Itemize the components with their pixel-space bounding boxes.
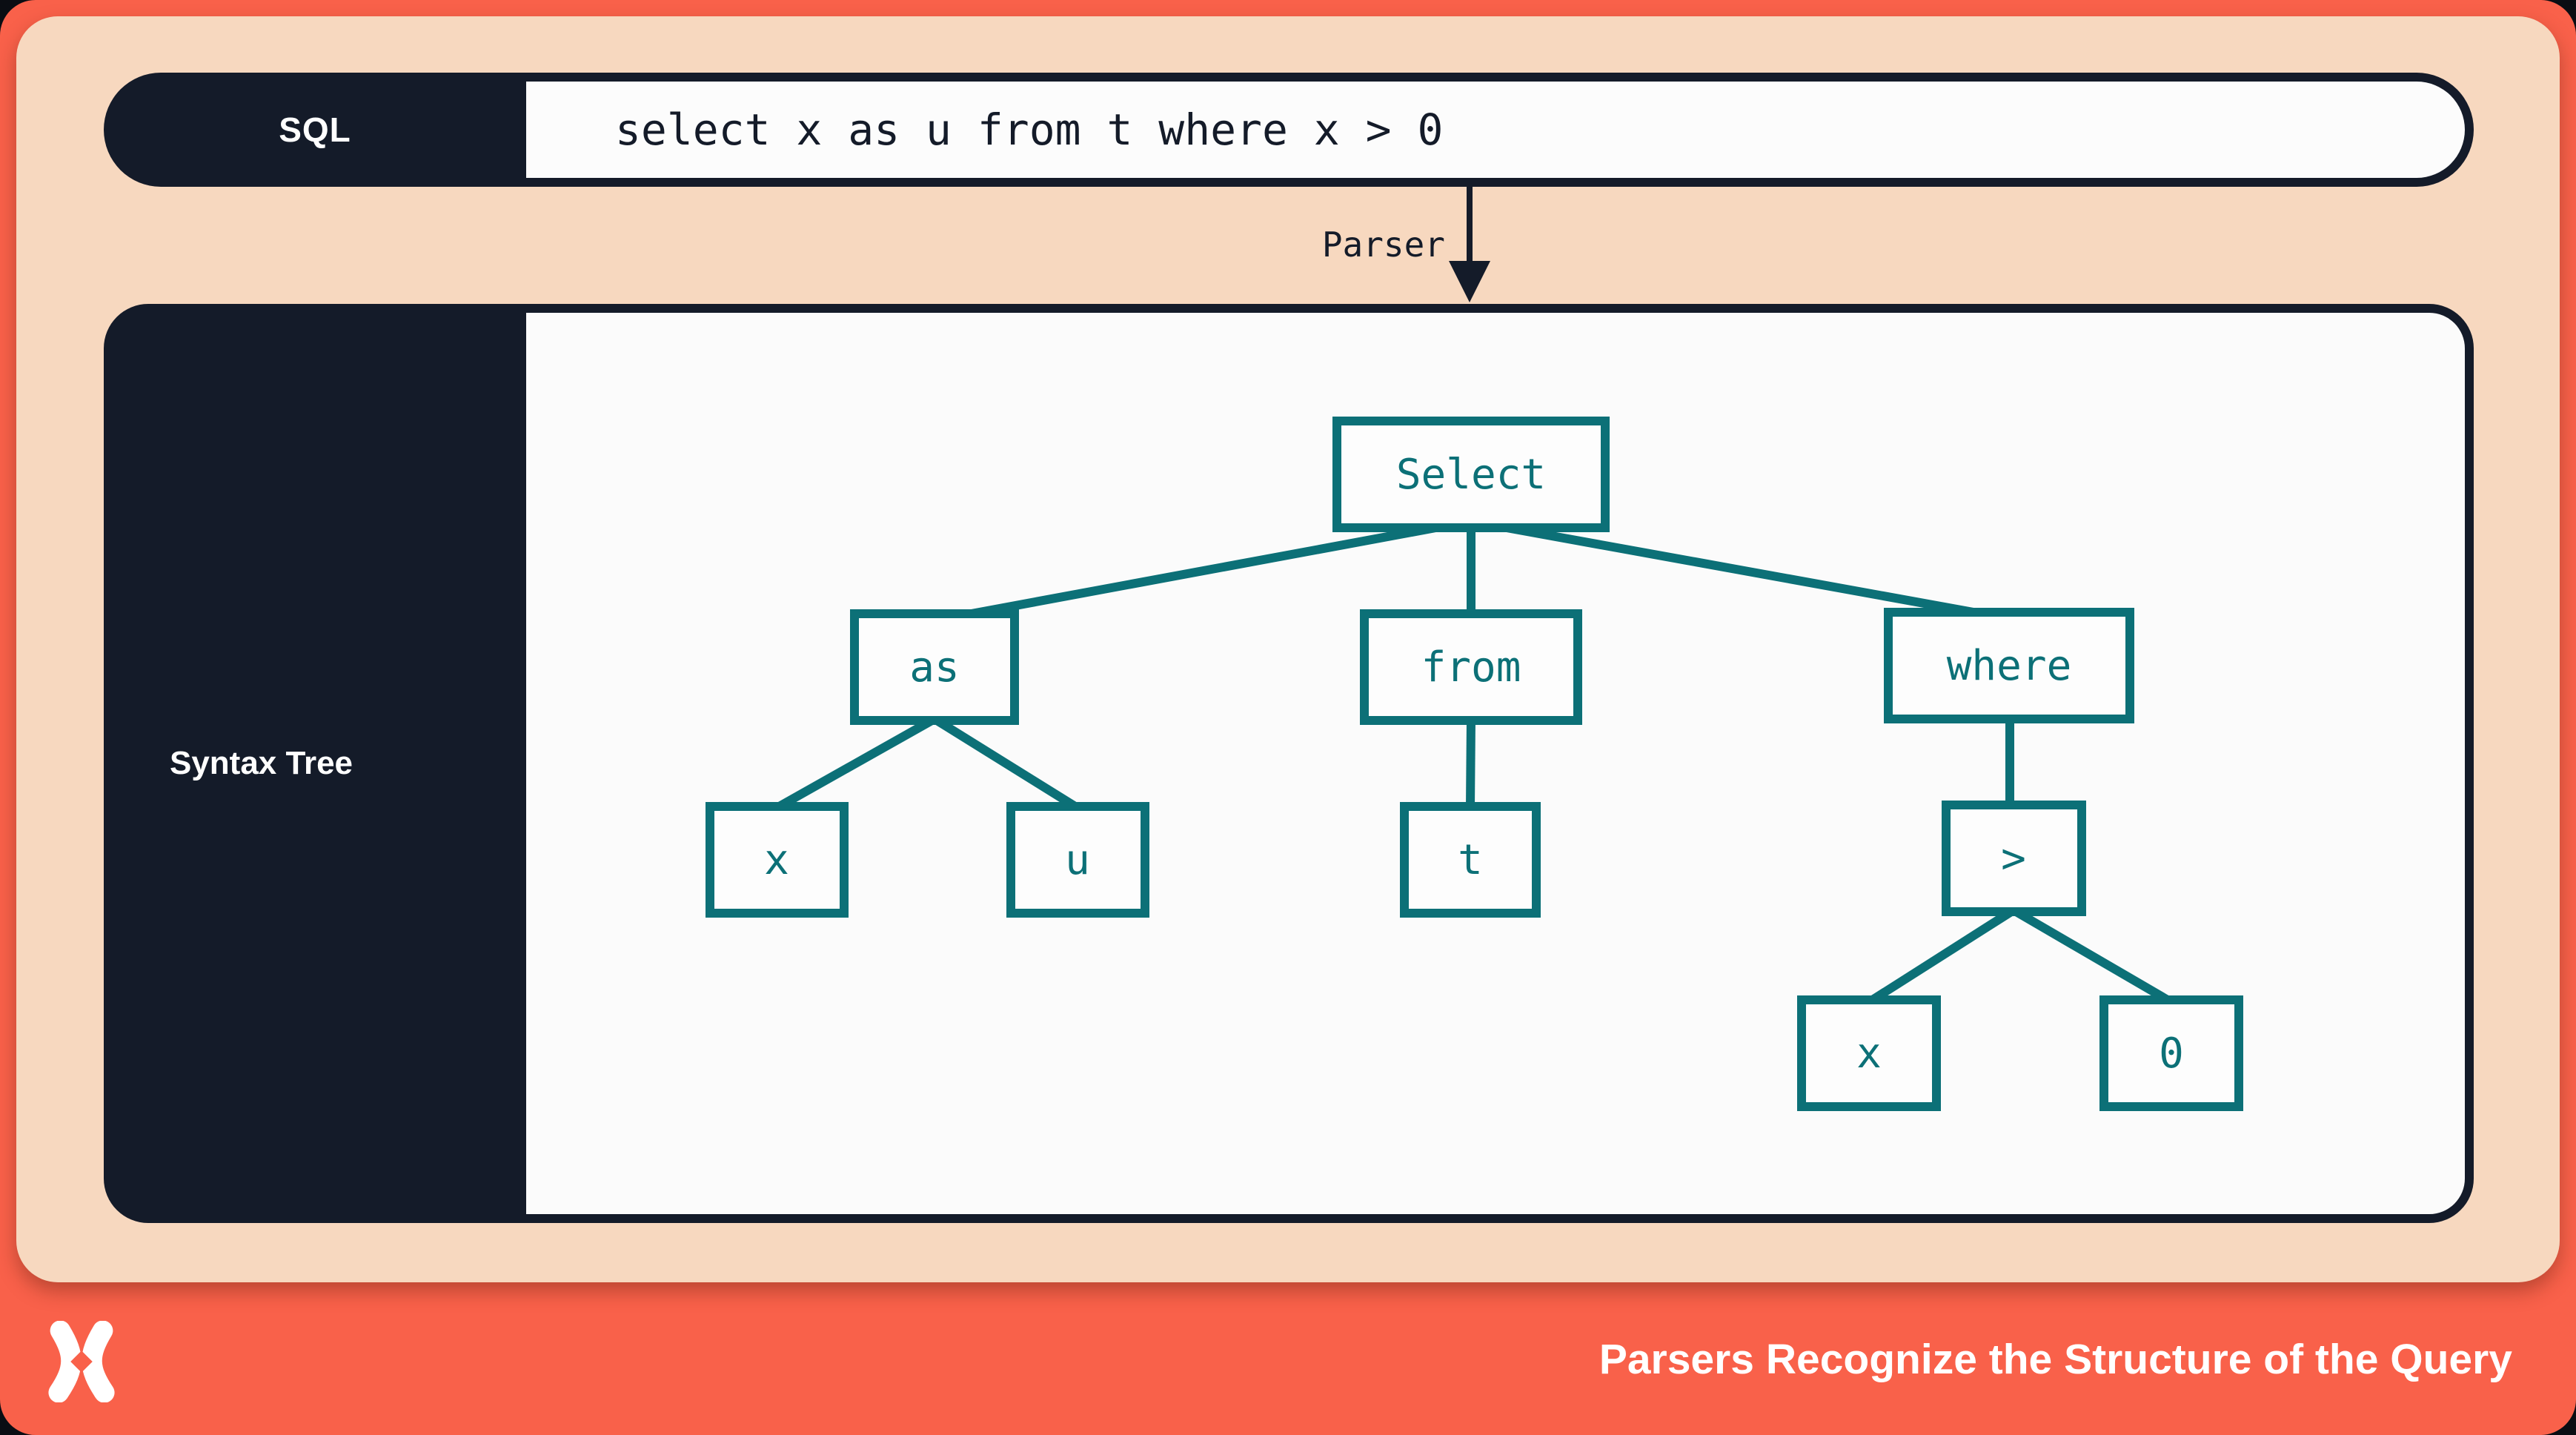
tree-node-as: as <box>850 609 1019 725</box>
tree-node-t: t <box>1400 802 1541 918</box>
tree-node-x2: x <box>1797 995 1941 1111</box>
sql-bar-label: SQL <box>279 110 351 149</box>
tree-node-gt: > <box>1941 801 2086 916</box>
sql-query-text: select x as u from t where x > 0 <box>615 105 1444 155</box>
tree-node-x1: x <box>705 802 849 918</box>
tree-node-where: where <box>1884 608 2134 723</box>
parser-arrow-line <box>1467 187 1473 270</box>
sql-bar: SQL select x as u from t where x > 0 <box>104 73 2474 187</box>
footer-caption: Parsers Recognize the Structure of the Q… <box>1599 1336 2512 1383</box>
tree-node-u: u <box>1006 802 1149 918</box>
parser-arrow-head-icon <box>1449 261 1490 302</box>
tree-node-from: from <box>1360 609 1582 725</box>
tree-node-select: Select <box>1332 417 1610 532</box>
x-logo-icon <box>48 1321 115 1402</box>
sql-query-area <box>526 82 2465 178</box>
tree-node-zero: 0 <box>2099 995 2243 1111</box>
syntax-tree-label: Syntax Tree <box>169 745 353 781</box>
parser-label: Parser <box>1321 225 1445 265</box>
